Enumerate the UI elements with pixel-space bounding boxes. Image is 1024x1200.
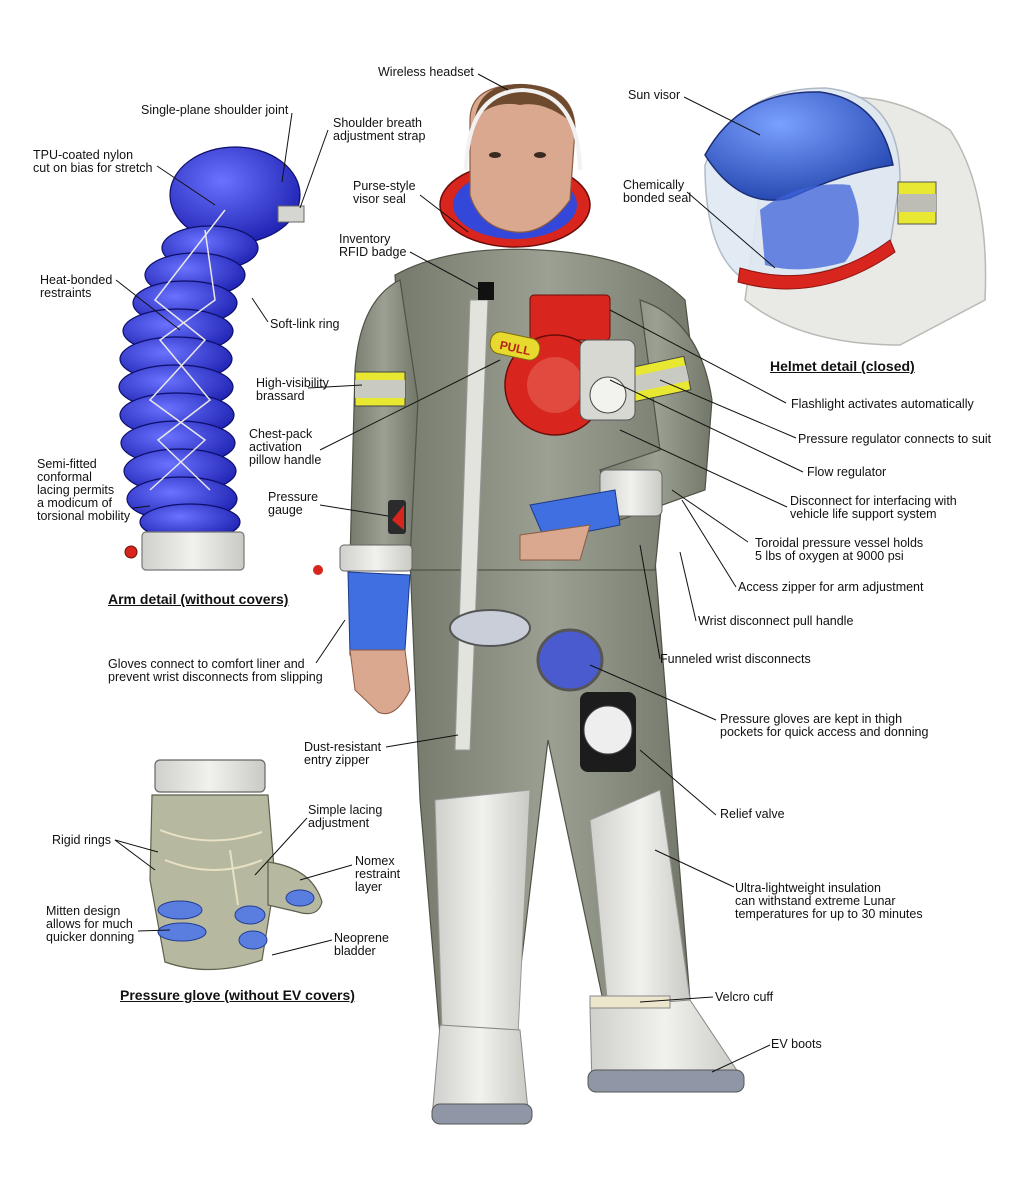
blue-glove-left (347, 571, 411, 661)
rfid-badge (478, 282, 494, 300)
glove-cuff-ring (154, 759, 266, 793)
label-relief-valve: Relief valve (720, 807, 785, 821)
arm-wrist-ring (141, 531, 245, 571)
arm-detail (118, 146, 305, 571)
label-heat-bonded: Heat-bonded restraints (40, 273, 113, 300)
helmet-caption: Helmet detail (closed) (770, 358, 915, 374)
label-flashlight: Flashlight activates automatically (791, 397, 974, 411)
label-semi-fitted: Semi-fitted conformal lacing permits a m… (37, 457, 131, 523)
label-wireless-headset: Wireless headset (378, 65, 474, 79)
pull-badge-text: PULL (498, 338, 532, 358)
thigh-pocket-right (536, 628, 604, 692)
glove-lacing (159, 829, 263, 906)
label-pressure-reg: Pressure regulator connects to suit (798, 432, 992, 446)
glove-detail (149, 759, 323, 971)
helmet-detail (704, 87, 987, 346)
label-velcro: Velcro cuff (715, 990, 774, 1004)
astronaut-figure: PULL (313, 83, 745, 1125)
visor-inner (760, 184, 859, 270)
label-pressure-gauge: Pressure gauge (268, 490, 319, 517)
label-chest-pack: Chest-pack activation pillow handle (249, 427, 322, 467)
label-thigh-pockets: Pressure gloves are kept in thigh pocket… (720, 712, 929, 739)
arm-lacing (148, 209, 226, 491)
label-rfid: Inventory RFID badge (339, 232, 407, 259)
thigh-pocket-left (449, 609, 531, 647)
headset-band (464, 87, 582, 171)
wrist-ring-left (339, 544, 413, 572)
wrist-pull-left (313, 565, 323, 575)
helmet-neck-ring (737, 239, 896, 290)
label-soft-link: Soft-link ring (270, 317, 340, 331)
velcro-cuff (589, 995, 671, 1009)
label-wrist-pull: Wrist disconnect pull handle (698, 614, 854, 628)
label-neoprene: Neoprene bladder (334, 931, 389, 958)
label-mitten: Mitten design allows for much quicker do… (46, 904, 135, 944)
label-disconnect: Disconnect for interfacing with vehicle … (790, 494, 957, 521)
leader-lines (114, 73, 804, 1073)
label-ev-boots: EV boots (771, 1037, 822, 1051)
arm-caption: Arm detail (without covers) (108, 591, 289, 607)
label-nomex: Nomex restraint layer (355, 854, 401, 894)
label-insulation: Ultra-lightweight insulation can withsta… (735, 881, 923, 921)
label-purse-visor: Purse-style visor seal (353, 179, 416, 206)
blue-glove-right (529, 489, 621, 541)
white-insulation-left (434, 789, 531, 1036)
label-shoulder-strap: Shoulder breath adjustment strap (333, 116, 426, 143)
label-toroidal: Toroidal pressure vessel holds 5 lbs of … (755, 536, 924, 563)
label-flow-reg: Flow regulator (807, 465, 887, 479)
label-access-zipper: Access zipper for arm adjustment (738, 580, 924, 594)
sun-visor (704, 91, 894, 201)
label-sun-visor: Sun visor (628, 88, 681, 102)
label-shoulder-joint: Single-plane shoulder joint (141, 103, 289, 117)
glove-caption: Pressure glove (without EV covers) (120, 987, 355, 1003)
arm-pull-handle (124, 545, 138, 559)
label-gloves-connect: Gloves connect to comfort liner and prev… (108, 657, 323, 684)
hand-right (519, 524, 591, 561)
label-rigid-rings: Rigid rings (52, 833, 112, 847)
label-simple-lacing: Simple lacing adjustment (308, 803, 383, 830)
label-tpu-nylon: TPU-coated nylon cut on bias for stretch (33, 148, 153, 175)
label-brassard: High-visibility brassard (256, 376, 329, 403)
hand-left (349, 649, 411, 715)
chest-pack: PULL (489, 294, 636, 436)
label-chem-seal: Chemically bonded seal (623, 178, 692, 205)
label-dust-zipper: Dust-resistant entry zipper (304, 740, 382, 767)
soft-link-strap (277, 205, 305, 223)
label-funneled: Funneled wrist disconnects (660, 652, 811, 666)
